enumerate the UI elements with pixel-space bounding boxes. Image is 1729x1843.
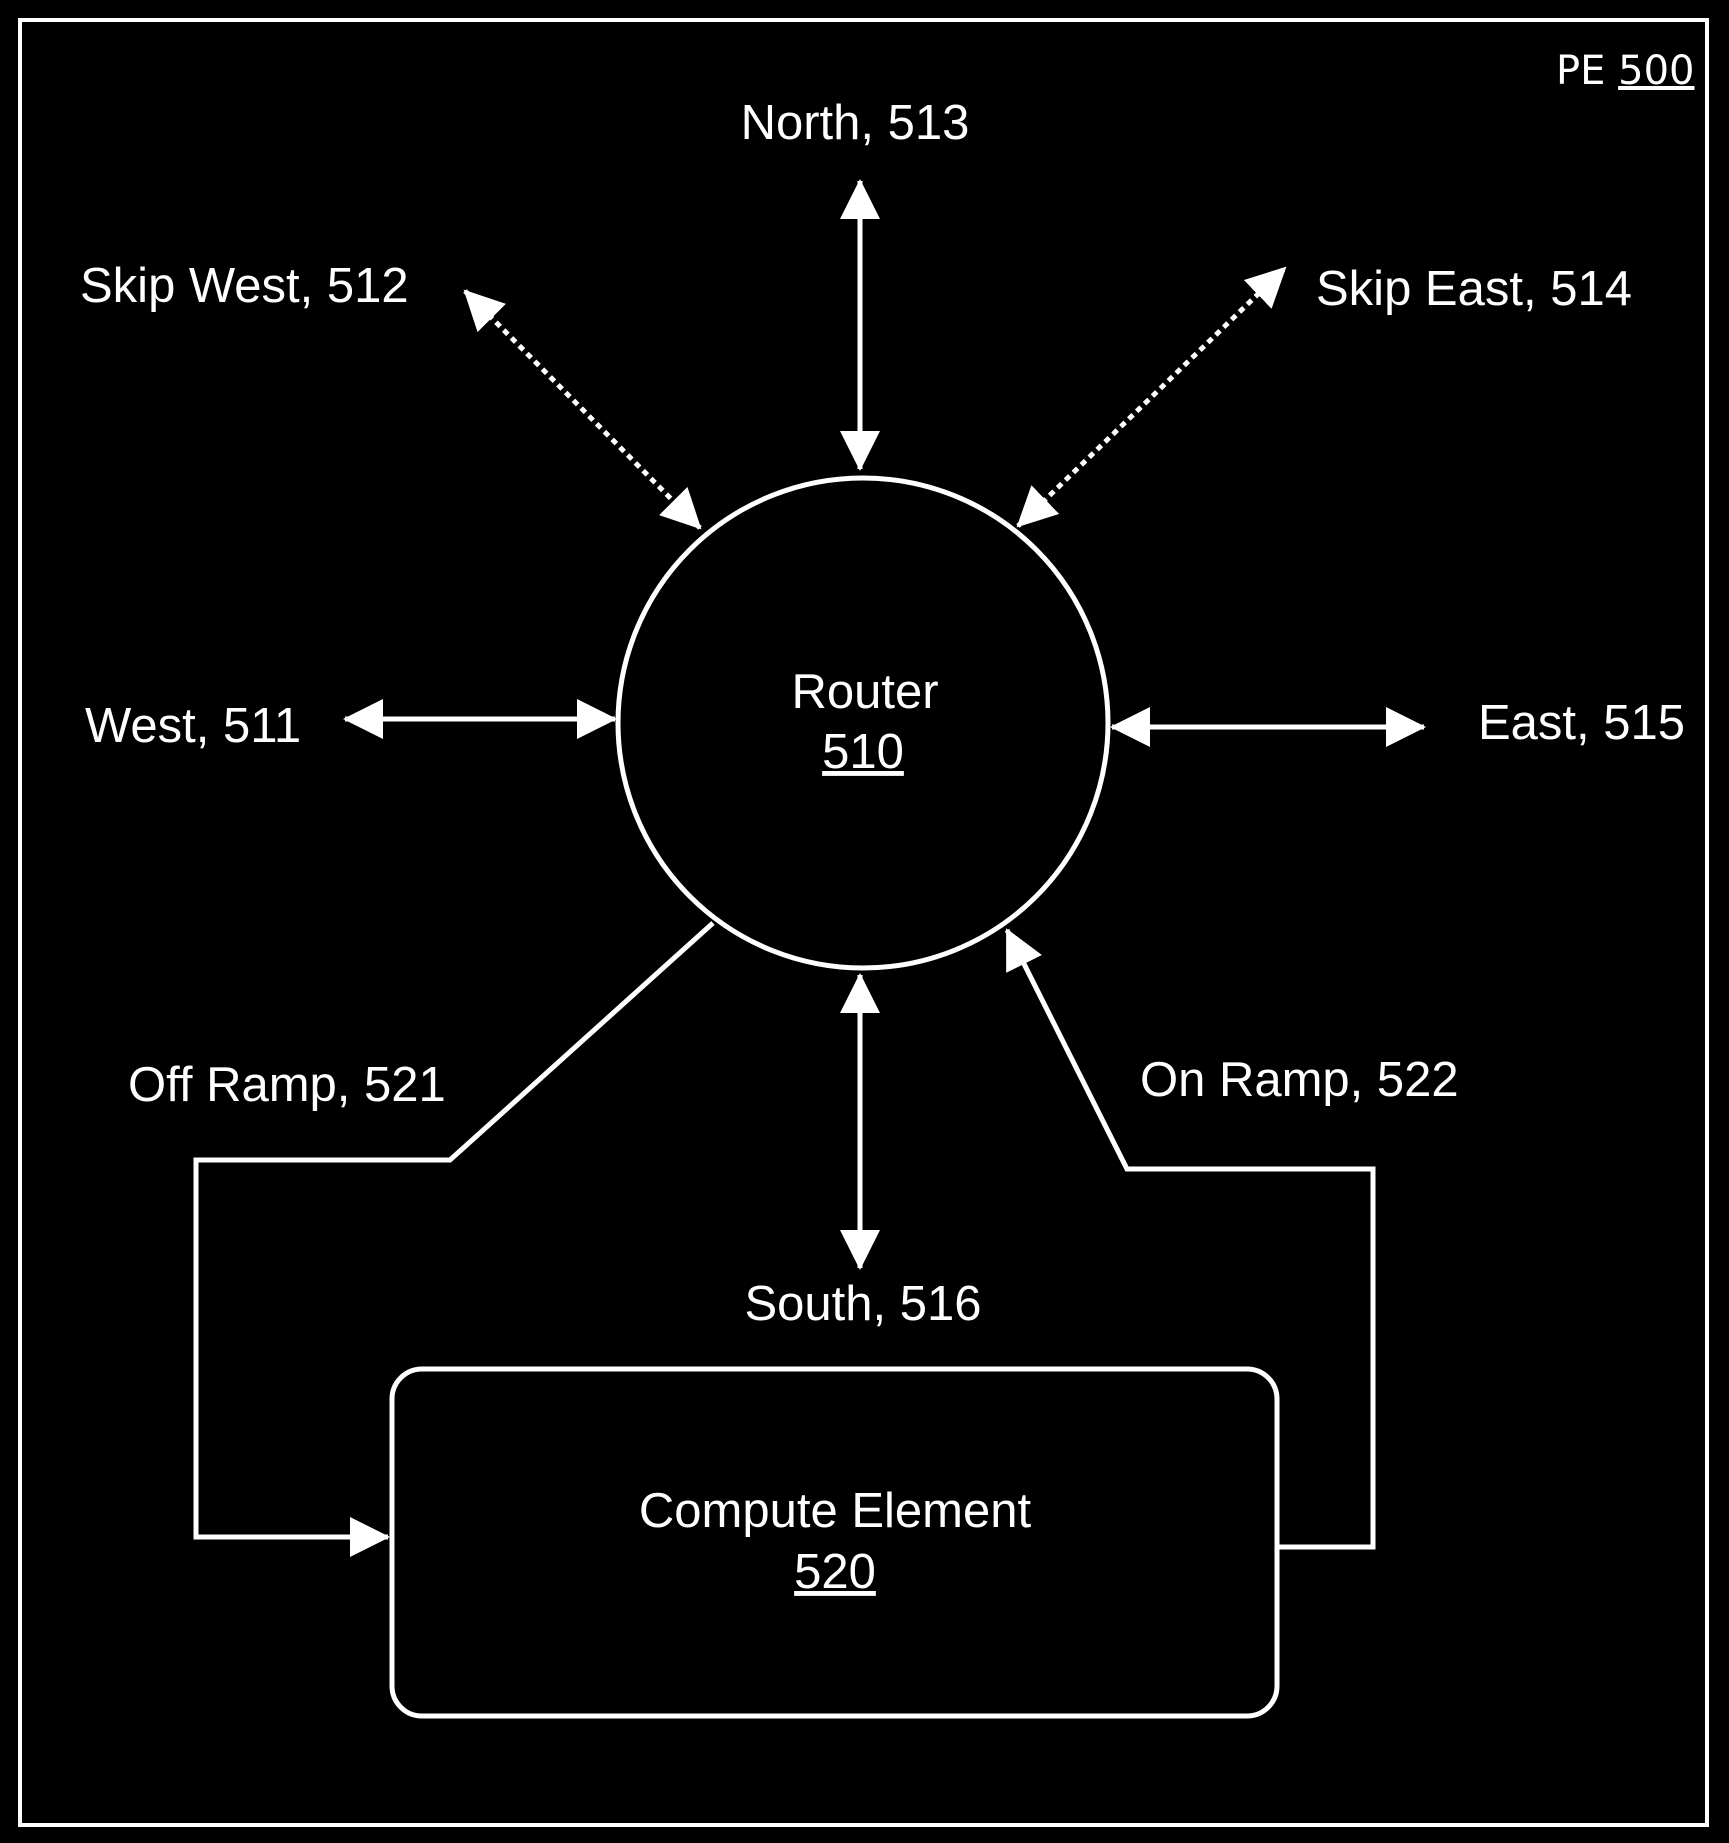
compute-element-ref: 520	[794, 1545, 876, 1599]
skip-west-link-label: Skip West, 512	[80, 259, 409, 313]
on-ramp-label: On Ramp, 522	[1140, 1053, 1459, 1107]
pe-boundary	[18, 18, 1709, 1827]
compute-element-box	[389, 1366, 1280, 1719]
pe-name: PE	[1556, 48, 1605, 94]
on-ramp-arrow	[1004, 928, 1376, 1550]
router-node	[615, 475, 1111, 971]
north-link-label: North, 513	[741, 96, 970, 150]
router-name: Router	[791, 665, 938, 719]
skip-east-link-label: Skip East, 514	[1316, 262, 1632, 316]
router-ref: 510	[822, 725, 904, 779]
off-ramp-arrow	[193, 921, 715, 1557]
compute-element-name: Compute Element	[639, 1484, 1032, 1538]
pe-ref: 500	[1618, 48, 1694, 94]
west-link-label: West, 511	[85, 699, 301, 753]
pe-label: PE 500	[1556, 48, 1694, 94]
south-link-label: South, 516	[744, 1277, 981, 1331]
east-link-label: East, 515	[1478, 696, 1685, 750]
skip-west-link-arrow	[463, 289, 702, 530]
skip-east-link-arrow	[1016, 266, 1287, 528]
off-ramp-label: Off Ramp, 521	[128, 1058, 446, 1112]
